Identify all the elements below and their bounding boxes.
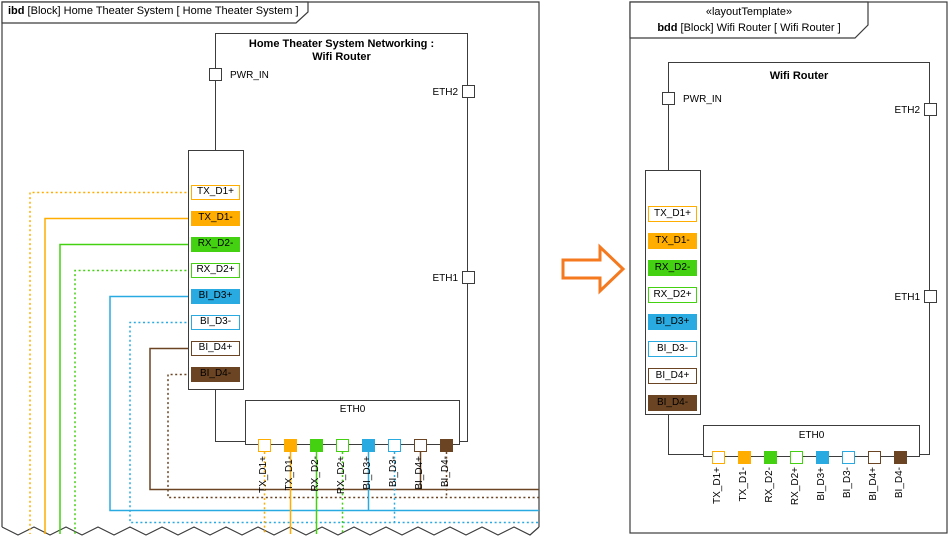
eth0-pin-square bbox=[868, 451, 881, 464]
eth2-label: ETH2 bbox=[432, 87, 458, 98]
eth0-label: ETH0 bbox=[339, 404, 366, 415]
bdd-keyword: bdd bbox=[657, 22, 678, 34]
eth0-pin-square bbox=[440, 439, 453, 452]
eth0-pin-square bbox=[816, 451, 829, 464]
pin-label: RX_D2- bbox=[191, 237, 240, 252]
eth0-pin-caption: RX_D2+ bbox=[790, 467, 801, 506]
ibd-keyword: ibd bbox=[8, 5, 25, 17]
eth0-pin-caption: BI_D4+ bbox=[868, 467, 879, 501]
eth0-pin-caption: BI_D4- bbox=[894, 467, 905, 499]
bdd-frame-title: «layoutTemplate» bdd [Block] Wifi Router… bbox=[630, 4, 868, 36]
eth1-port bbox=[462, 271, 475, 284]
eth0-pin-square bbox=[336, 439, 349, 452]
eth0-pin-square bbox=[388, 439, 401, 452]
bdd-frame-name-line: bdd [Block] Wifi Router [ Wifi Router ] bbox=[630, 20, 868, 36]
eth0-pin-square bbox=[362, 439, 375, 452]
eth0-label: ETH0 bbox=[798, 430, 825, 441]
eth0-pin-caption: BI_D3- bbox=[388, 456, 399, 488]
ibd-frame-tab bbox=[1, 1, 309, 24]
eth0-pin-square bbox=[842, 451, 855, 464]
block-title: Wifi Router bbox=[769, 70, 829, 82]
part-title: Home Theater System Networking : Wifi Ro… bbox=[216, 38, 467, 64]
eth0-pin-square bbox=[738, 451, 751, 464]
eth0-pin-caption: BI_D4- bbox=[440, 456, 451, 488]
pin-label: BI_D4+ bbox=[191, 341, 240, 356]
eth2-label: ETH2 bbox=[894, 105, 920, 116]
pin-label: TX_D1+ bbox=[191, 185, 240, 200]
eth2-port bbox=[924, 103, 937, 116]
eth0-pin-square bbox=[414, 439, 427, 452]
part-title-line1: Home Theater System Networking : bbox=[248, 38, 435, 50]
eth0-pin-caption: TX_D1- bbox=[738, 467, 749, 502]
eth0-pin-caption: BI_D3+ bbox=[816, 467, 827, 501]
eth1-label: ETH1 bbox=[894, 292, 920, 303]
eth0-pin-caption: BI_D3- bbox=[842, 467, 853, 499]
eth0-pin-caption: BI_D3+ bbox=[362, 456, 373, 490]
pin-label: BI_D3+ bbox=[191, 289, 240, 304]
pin-label: BI_D4+ bbox=[648, 368, 697, 384]
pin-label: BI_D4- bbox=[648, 395, 697, 411]
pin-label: RX_D2+ bbox=[648, 287, 697, 303]
wifi-router-block bbox=[668, 62, 930, 455]
bdd-frame-name: [Block] Wifi Router [ Wifi Router ] bbox=[677, 22, 841, 34]
ibd-frame-title: ibd [Block] Home Theater System [ Home T… bbox=[8, 5, 299, 17]
eth0-pin-caption: TX_D1- bbox=[284, 456, 295, 491]
transform-arrow-icon bbox=[561, 243, 626, 295]
pwr-in-label: PWR_IN bbox=[230, 70, 269, 81]
pin-label: BI_D4- bbox=[191, 367, 240, 382]
eth0-pin-caption: RX_D2- bbox=[764, 467, 775, 503]
eth0-pin-caption: BI_D4+ bbox=[414, 456, 425, 490]
eth0-pin-caption: TX_D1+ bbox=[712, 467, 723, 504]
eth1-port bbox=[924, 290, 937, 303]
part-title-line2: Wifi Router bbox=[312, 51, 371, 63]
eth0-pin-square bbox=[712, 451, 725, 464]
pin-label: BI_D3- bbox=[191, 315, 240, 330]
pin-label: RX_D2- bbox=[648, 260, 697, 276]
eth0-pin-square bbox=[258, 439, 271, 452]
ibd-frame-torn-edge bbox=[1, 526, 540, 536]
eth0-pin-caption: RX_D2+ bbox=[336, 456, 347, 495]
eth0-pin-square bbox=[790, 451, 803, 464]
pin-label: BI_D3- bbox=[648, 341, 697, 357]
eth0-pin-caption: TX_D1+ bbox=[258, 456, 269, 493]
ibd-frame-name: [Block] Home Theater System [ Home Theat… bbox=[24, 5, 299, 17]
pwr-in-port bbox=[209, 68, 222, 81]
eth0-pin-square bbox=[894, 451, 907, 464]
eth0-pin-square bbox=[764, 451, 777, 464]
eth0-pin-caption: RX_D2- bbox=[310, 456, 321, 492]
eth0-pin-square bbox=[310, 439, 323, 452]
pin-label: TX_D1- bbox=[191, 211, 240, 226]
pin-label: TX_D1- bbox=[648, 233, 697, 249]
pin-label: BI_D3+ bbox=[648, 314, 697, 330]
eth2-port bbox=[462, 85, 475, 98]
bdd-frame-tab bbox=[629, 1, 869, 39]
pin-label: RX_D2+ bbox=[191, 263, 240, 278]
eth0-pin-square bbox=[284, 439, 297, 452]
eth0-box bbox=[245, 400, 460, 445]
eth1-label: ETH1 bbox=[432, 273, 458, 284]
pwr-in-label: PWR_IN bbox=[683, 94, 722, 105]
layout-template-stereotype: «layoutTemplate» bbox=[705, 6, 793, 18]
pwr-in-port bbox=[662, 92, 675, 105]
pin-label: TX_D1+ bbox=[648, 206, 697, 222]
